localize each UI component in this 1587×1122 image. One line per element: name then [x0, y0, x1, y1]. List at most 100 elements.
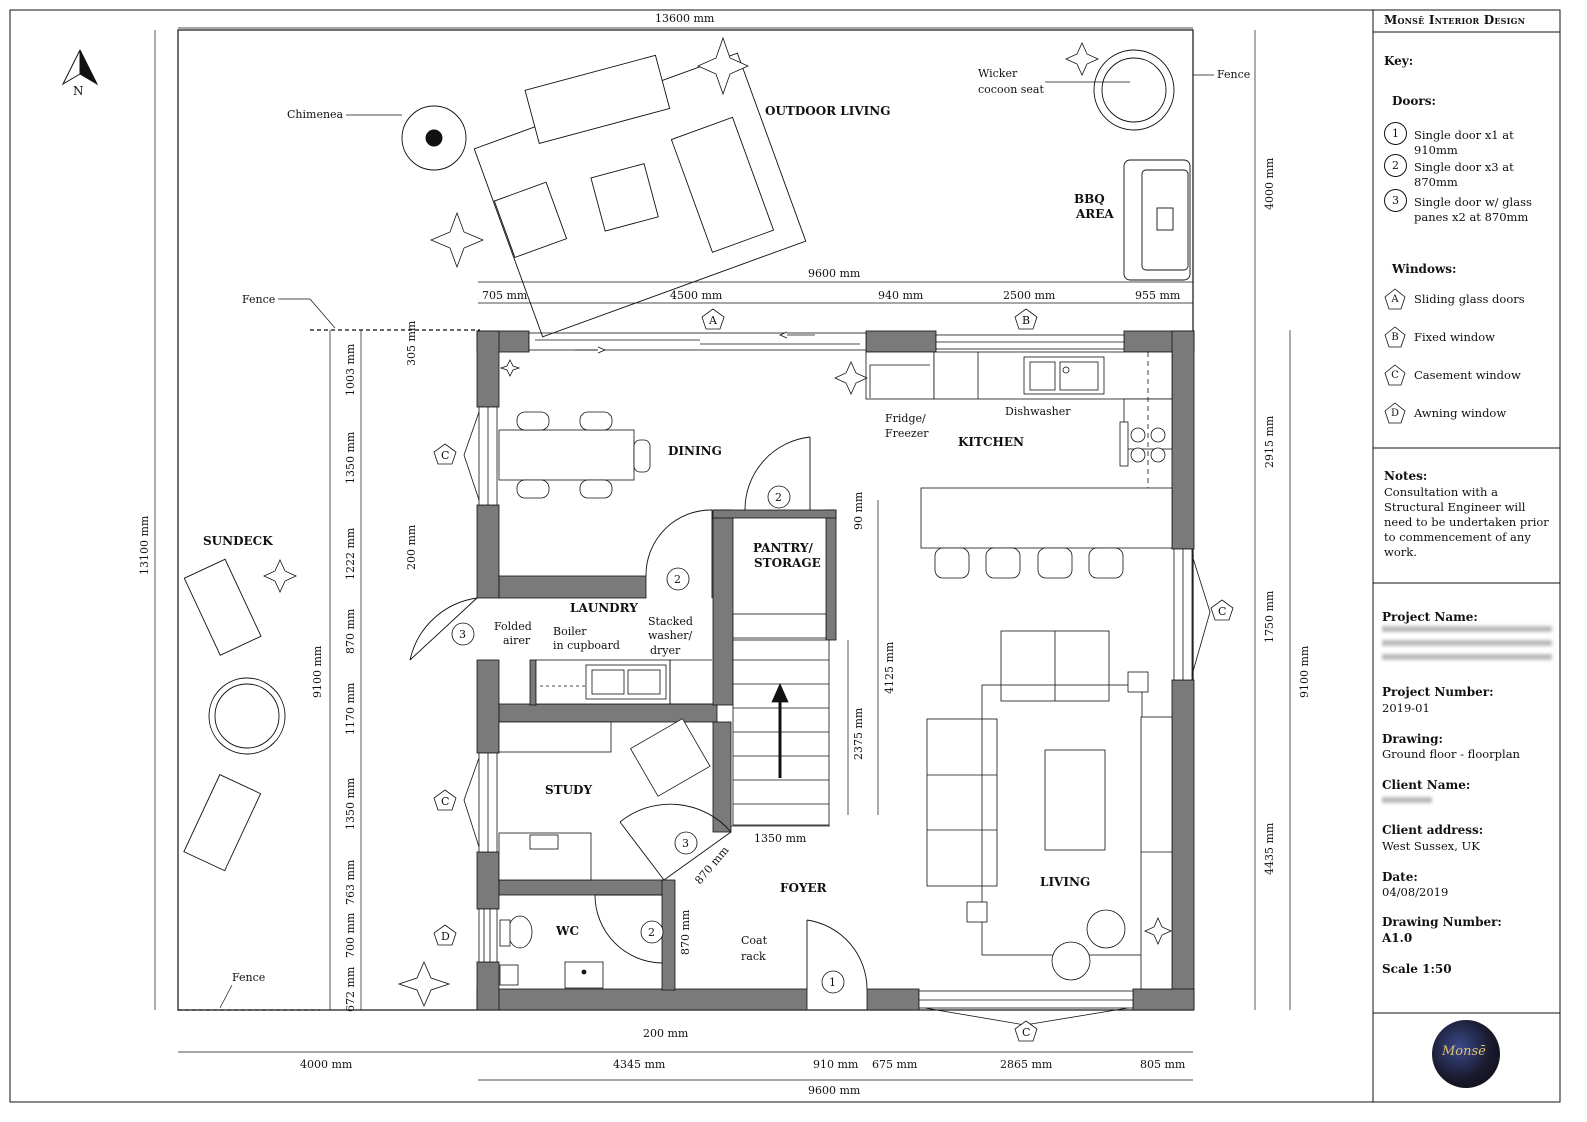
plan-markers: 1 2 2 2 3 3 A B C C D C C	[433, 308, 1234, 1042]
label-laundry: LAUNDRY	[570, 601, 638, 615]
svg-text:2: 2	[775, 491, 782, 504]
laundry-fixtures	[535, 659, 712, 705]
label-dishwasher: Dishwasher	[1005, 405, 1071, 418]
drawing-value: Ground floor - floorplan	[1382, 747, 1520, 761]
dim-bottom-2865: 2865 mm	[1000, 1058, 1053, 1071]
dim-wc-870: 870 mm	[679, 909, 692, 955]
dim-left-overall: 13100 mm	[138, 515, 151, 575]
label-kitchen: KITCHEN	[958, 435, 1024, 449]
window-c-south	[918, 990, 1134, 1026]
dim-study-door-870: 870 mm	[692, 843, 731, 887]
label-pantry-1: PANTRY/	[753, 541, 814, 555]
study-furniture	[498, 718, 711, 881]
doors	[409, 436, 868, 990]
key-window-b-desc: Fixed window	[1414, 330, 1496, 344]
window-c-study	[463, 752, 498, 853]
key-door-2-desc: Single door x3 at 870mm	[1414, 160, 1514, 189]
label-dining: DINING	[668, 444, 722, 458]
dim-left-700: 700 mm	[344, 912, 357, 958]
north-label: N	[73, 84, 84, 98]
north-arrow-icon: N	[61, 49, 99, 98]
doors-heading: Doors:	[1392, 94, 1436, 108]
drawing-frame	[9, 9, 1561, 1103]
dim-right-9100: 9100 mm	[1298, 645, 1311, 698]
key-door-1-desc: Single door x1 at 910mm	[1414, 128, 1514, 157]
key-window-a-marker: A	[1384, 288, 1406, 310]
dim-left-1350a: 1350 mm	[344, 431, 357, 484]
label-stacked-2: washer/	[648, 629, 692, 642]
svg-text:C: C	[441, 449, 449, 462]
marker-window-d-wc: D	[433, 924, 457, 946]
client-name-redacted	[1382, 797, 1432, 803]
dining-table	[498, 411, 651, 499]
client-address-value: West Sussex, UK	[1382, 839, 1480, 853]
label-boiler-1: Boiler	[553, 625, 587, 638]
dim-garden-depth: 4000 mm	[1263, 157, 1276, 210]
label-coat-2: rack	[741, 950, 766, 963]
notes-line-1: Consultation with a	[1384, 485, 1498, 499]
label-outdoor-living: OUTDOOR LIVING	[765, 104, 891, 118]
dim-stair-90: 90 mm	[852, 491, 865, 530]
kitchen-units	[865, 351, 1173, 549]
label-chimenea: Chimenea	[287, 108, 344, 121]
notes-line-4: to commencement of any	[1384, 530, 1531, 544]
firm-logo: Monsē	[1432, 1020, 1500, 1088]
svg-text:1: 1	[829, 976, 836, 989]
marker-door-3-laundry: 3	[451, 622, 475, 646]
key-door-1-marker: 1	[1384, 122, 1407, 145]
dim-left-1350b: 1350 mm	[344, 777, 357, 830]
key-window-b-marker: B	[1384, 326, 1406, 348]
marker-door-3-study: 3	[674, 831, 698, 855]
dim-left-1003: 1003 mm	[344, 343, 357, 396]
dim-top-4500: 4500 mm	[670, 289, 723, 302]
date-label: Date:	[1382, 870, 1418, 884]
label-stacked-3: dryer	[650, 644, 681, 657]
marker-window-b: B	[1014, 308, 1038, 330]
label-sundeck: SUNDECK	[203, 534, 273, 548]
annotation-labels: Chimenea Wicker cocoon seat Fence Fence …	[219, 67, 1250, 1009]
project-name-redacted	[1382, 626, 1552, 668]
label-stacked-1: Stacked	[648, 615, 693, 628]
dim-top-2500: 2500 mm	[1003, 289, 1056, 302]
marker-door-1: 1	[821, 970, 845, 994]
firm-name: Monsē Interior Design	[1384, 13, 1526, 27]
label-fence-ne: Fence	[1217, 68, 1250, 81]
label-fence-sw: Fence	[232, 971, 265, 984]
wc-fixtures	[499, 915, 604, 989]
marker-door-2-pantry: 2	[767, 485, 791, 509]
label-wc: WC	[555, 924, 579, 938]
svg-text:3: 3	[682, 837, 689, 850]
dim-right-2915: 2915 mm	[1263, 415, 1276, 468]
dim-left-763: 763 mm	[344, 859, 357, 905]
label-foyer: FOYER	[780, 881, 828, 895]
dim-stair-2375: 2375 mm	[852, 707, 865, 760]
dim-left-870: 870 mm	[344, 608, 357, 654]
notes-line-5: work.	[1384, 545, 1417, 559]
dim-bottom-675: 675 mm	[872, 1058, 918, 1071]
marker-window-c-south: C	[1014, 1020, 1038, 1042]
label-folded-1: Folded	[494, 620, 532, 633]
svg-text:C: C	[441, 795, 449, 808]
key-door-3-marker: 3	[1384, 189, 1407, 212]
key-window-c-desc: Casement window	[1414, 368, 1521, 382]
dim-house-width-top: 9600 mm	[808, 267, 861, 280]
svg-text:3: 3	[459, 628, 466, 641]
dim-left-1170: 1170 mm	[344, 682, 357, 735]
svg-text:C: C	[1218, 605, 1226, 618]
dim-bottom-4000: 4000 mm	[300, 1058, 353, 1071]
project-number-label: Project Number:	[1382, 685, 1494, 699]
room-labels: OUTDOOR LIVING BBQ AREA SUNDECK DINING K…	[203, 104, 1114, 938]
label-bbq-1: BBQ	[1074, 192, 1105, 206]
house-walls	[476, 330, 1195, 1011]
svg-text:C: C	[1022, 1026, 1030, 1039]
key-window-a-desc: Sliding glass doors	[1414, 292, 1525, 306]
marker-window-c-dining: C	[433, 443, 457, 465]
dim-left-305: 305 mm	[405, 320, 418, 366]
window-d-wc	[478, 908, 498, 963]
key-window-d-marker: D	[1384, 402, 1406, 424]
label-fence-nw: Fence	[242, 293, 275, 306]
dim-stair-4125: 4125 mm	[883, 641, 896, 694]
notes-heading: Notes:	[1384, 469, 1428, 483]
dim-right-1750: 1750 mm	[1263, 590, 1276, 643]
